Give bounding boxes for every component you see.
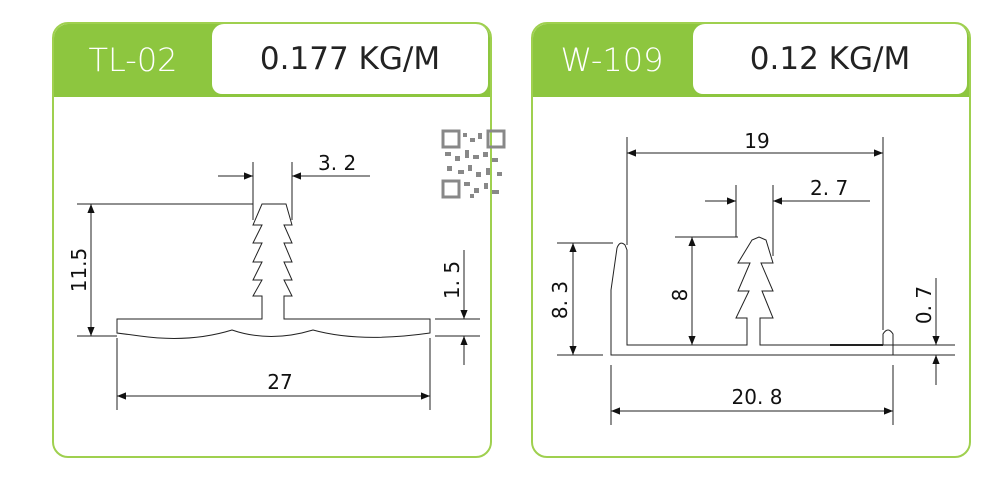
- dim-w109-height: 8. 3: [548, 281, 572, 319]
- profile-card-w109: W-109 0.12 KG/M: [531, 22, 971, 458]
- profile-weight: 0.177 KG/M: [212, 24, 488, 94]
- w109-profile-outline: [610, 236, 894, 356]
- profile-code: W-109: [560, 41, 664, 79]
- dim-tl02-base: 1. 5: [440, 261, 464, 299]
- dim-tl02-height: 11.5: [67, 248, 91, 293]
- dim-w109-base: 0. 7: [912, 286, 936, 324]
- dim-tl02-stem-width: 3. 2: [318, 151, 356, 175]
- dim-w109-inner-width: 19: [744, 129, 769, 153]
- dim-w109-overall-width: 20. 8: [732, 385, 783, 409]
- qr-code-icon: [441, 129, 506, 199]
- tl02-profile-outline: [116, 203, 431, 339]
- profile-code: TL-02: [88, 41, 178, 79]
- profile-weight: 0.12 KG/M: [693, 24, 967, 94]
- dim-w109-tree-width: 2. 7: [810, 176, 848, 200]
- dim-tl02-width: 27: [267, 370, 292, 394]
- dim-w109-tree-height: 8: [668, 289, 692, 302]
- profile-card-tl02: TL-02 0.177 KG/M: [52, 22, 492, 458]
